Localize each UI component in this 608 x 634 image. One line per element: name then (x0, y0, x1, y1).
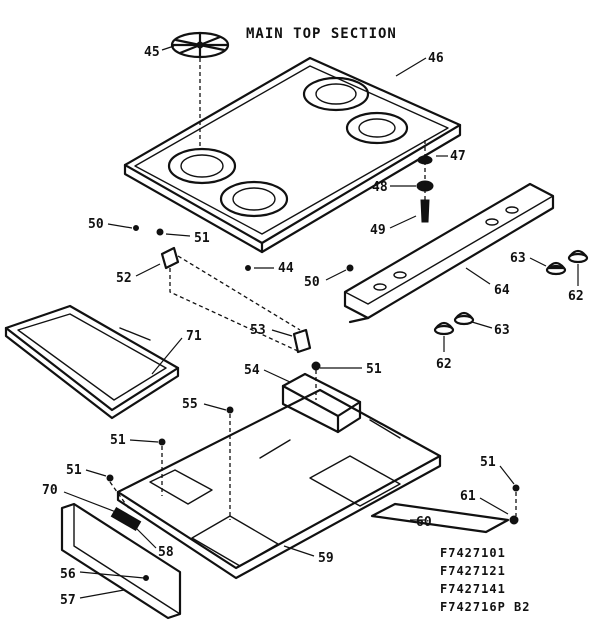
callout-56: 56 (60, 567, 76, 582)
leader-55 (203, 403, 227, 411)
clip-52 (160, 246, 180, 270)
callout-64: 64 (494, 283, 510, 298)
bolt-stack-47-48-49 (416, 140, 434, 223)
support-rail-64 (343, 182, 555, 324)
leader-63b (471, 321, 493, 329)
callout-46: 46 (428, 51, 444, 66)
callout-61: 61 (460, 489, 476, 504)
leader-70 (63, 491, 117, 513)
leader-56 (79, 571, 145, 579)
leader-52 (135, 263, 161, 277)
callout-54: 54 (244, 363, 260, 378)
part-number-2: F7427121 (440, 564, 506, 578)
screw-51e (512, 484, 520, 492)
burner-grate-45 (170, 31, 230, 59)
leader-51e (499, 465, 515, 485)
callout-52: 52 (116, 271, 132, 286)
callout-44: 44 (278, 261, 294, 276)
callout-47: 47 (450, 149, 466, 164)
callout-62b: 62 (436, 357, 452, 372)
part-number-4: F742716P B2 (440, 600, 530, 614)
base-pan-59 (116, 388, 442, 580)
knob-set-center (433, 311, 475, 336)
leader-51c (129, 439, 159, 443)
callout-51d: 51 (66, 463, 82, 478)
screw-50a (133, 225, 139, 231)
callout-51b: 51 (366, 362, 382, 377)
callout-49: 49 (370, 223, 386, 238)
leader-63a (529, 257, 547, 267)
leader-46 (395, 57, 427, 77)
callout-48: 48 (372, 180, 388, 195)
callout-71: 71 (186, 329, 202, 344)
leader-54 (263, 369, 291, 383)
screw-51c (158, 438, 166, 446)
leader-52-dashed (169, 268, 301, 353)
bracket-53 (292, 328, 312, 354)
tray-71 (4, 304, 180, 420)
callout-51c: 51 (110, 433, 126, 448)
leader-50a (107, 223, 133, 229)
callout-60: 60 (416, 515, 432, 530)
callout-45: 45 (144, 45, 160, 60)
callout-57: 57 (60, 593, 76, 608)
leader-61 (479, 497, 509, 515)
leader-58 (135, 527, 157, 549)
callout-53: 53 (250, 323, 266, 338)
front-panel-57 (60, 502, 182, 620)
screw-44 (245, 265, 251, 271)
callout-63a: 63 (510, 251, 526, 266)
callout-50b: 50 (304, 275, 320, 290)
screw-61 (509, 515, 519, 525)
callout-51e: 51 (480, 455, 496, 470)
control-box-54 (281, 372, 362, 434)
diagram-title: MAIN TOP SECTION (246, 26, 397, 42)
part-number-3: F7427141 (440, 582, 506, 596)
screw-51a (156, 228, 164, 236)
callout-63b: 63 (494, 323, 510, 338)
leader-50b (325, 269, 347, 281)
screw-51b (311, 361, 321, 371)
leader-51d (85, 469, 107, 477)
leader-53 (271, 329, 293, 337)
callout-62a: 62 (568, 289, 584, 304)
screw-51d (106, 474, 114, 482)
guide-51d (109, 481, 131, 511)
leader-52-dashed-2 (177, 255, 301, 331)
callout-51a: 51 (194, 231, 210, 246)
callout-50a: 50 (88, 217, 104, 232)
leader-71 (151, 337, 183, 375)
plate-60 (370, 502, 510, 534)
leader-57 (79, 589, 125, 599)
callout-58: 58 (158, 545, 174, 560)
cooktop-46 (123, 56, 462, 254)
knob-set-right (545, 249, 589, 276)
part-number-1: F7427101 (440, 546, 506, 560)
callout-55: 55 (182, 397, 198, 412)
leader-51a (165, 233, 191, 237)
callout-59: 59 (318, 551, 334, 566)
callout-70: 70 (42, 483, 58, 498)
screw-55 (226, 406, 234, 414)
screw-50b (346, 264, 354, 272)
leader-64 (465, 267, 491, 285)
leader-59 (283, 545, 315, 557)
leader-49 (389, 215, 417, 229)
leader-45 (161, 45, 175, 51)
